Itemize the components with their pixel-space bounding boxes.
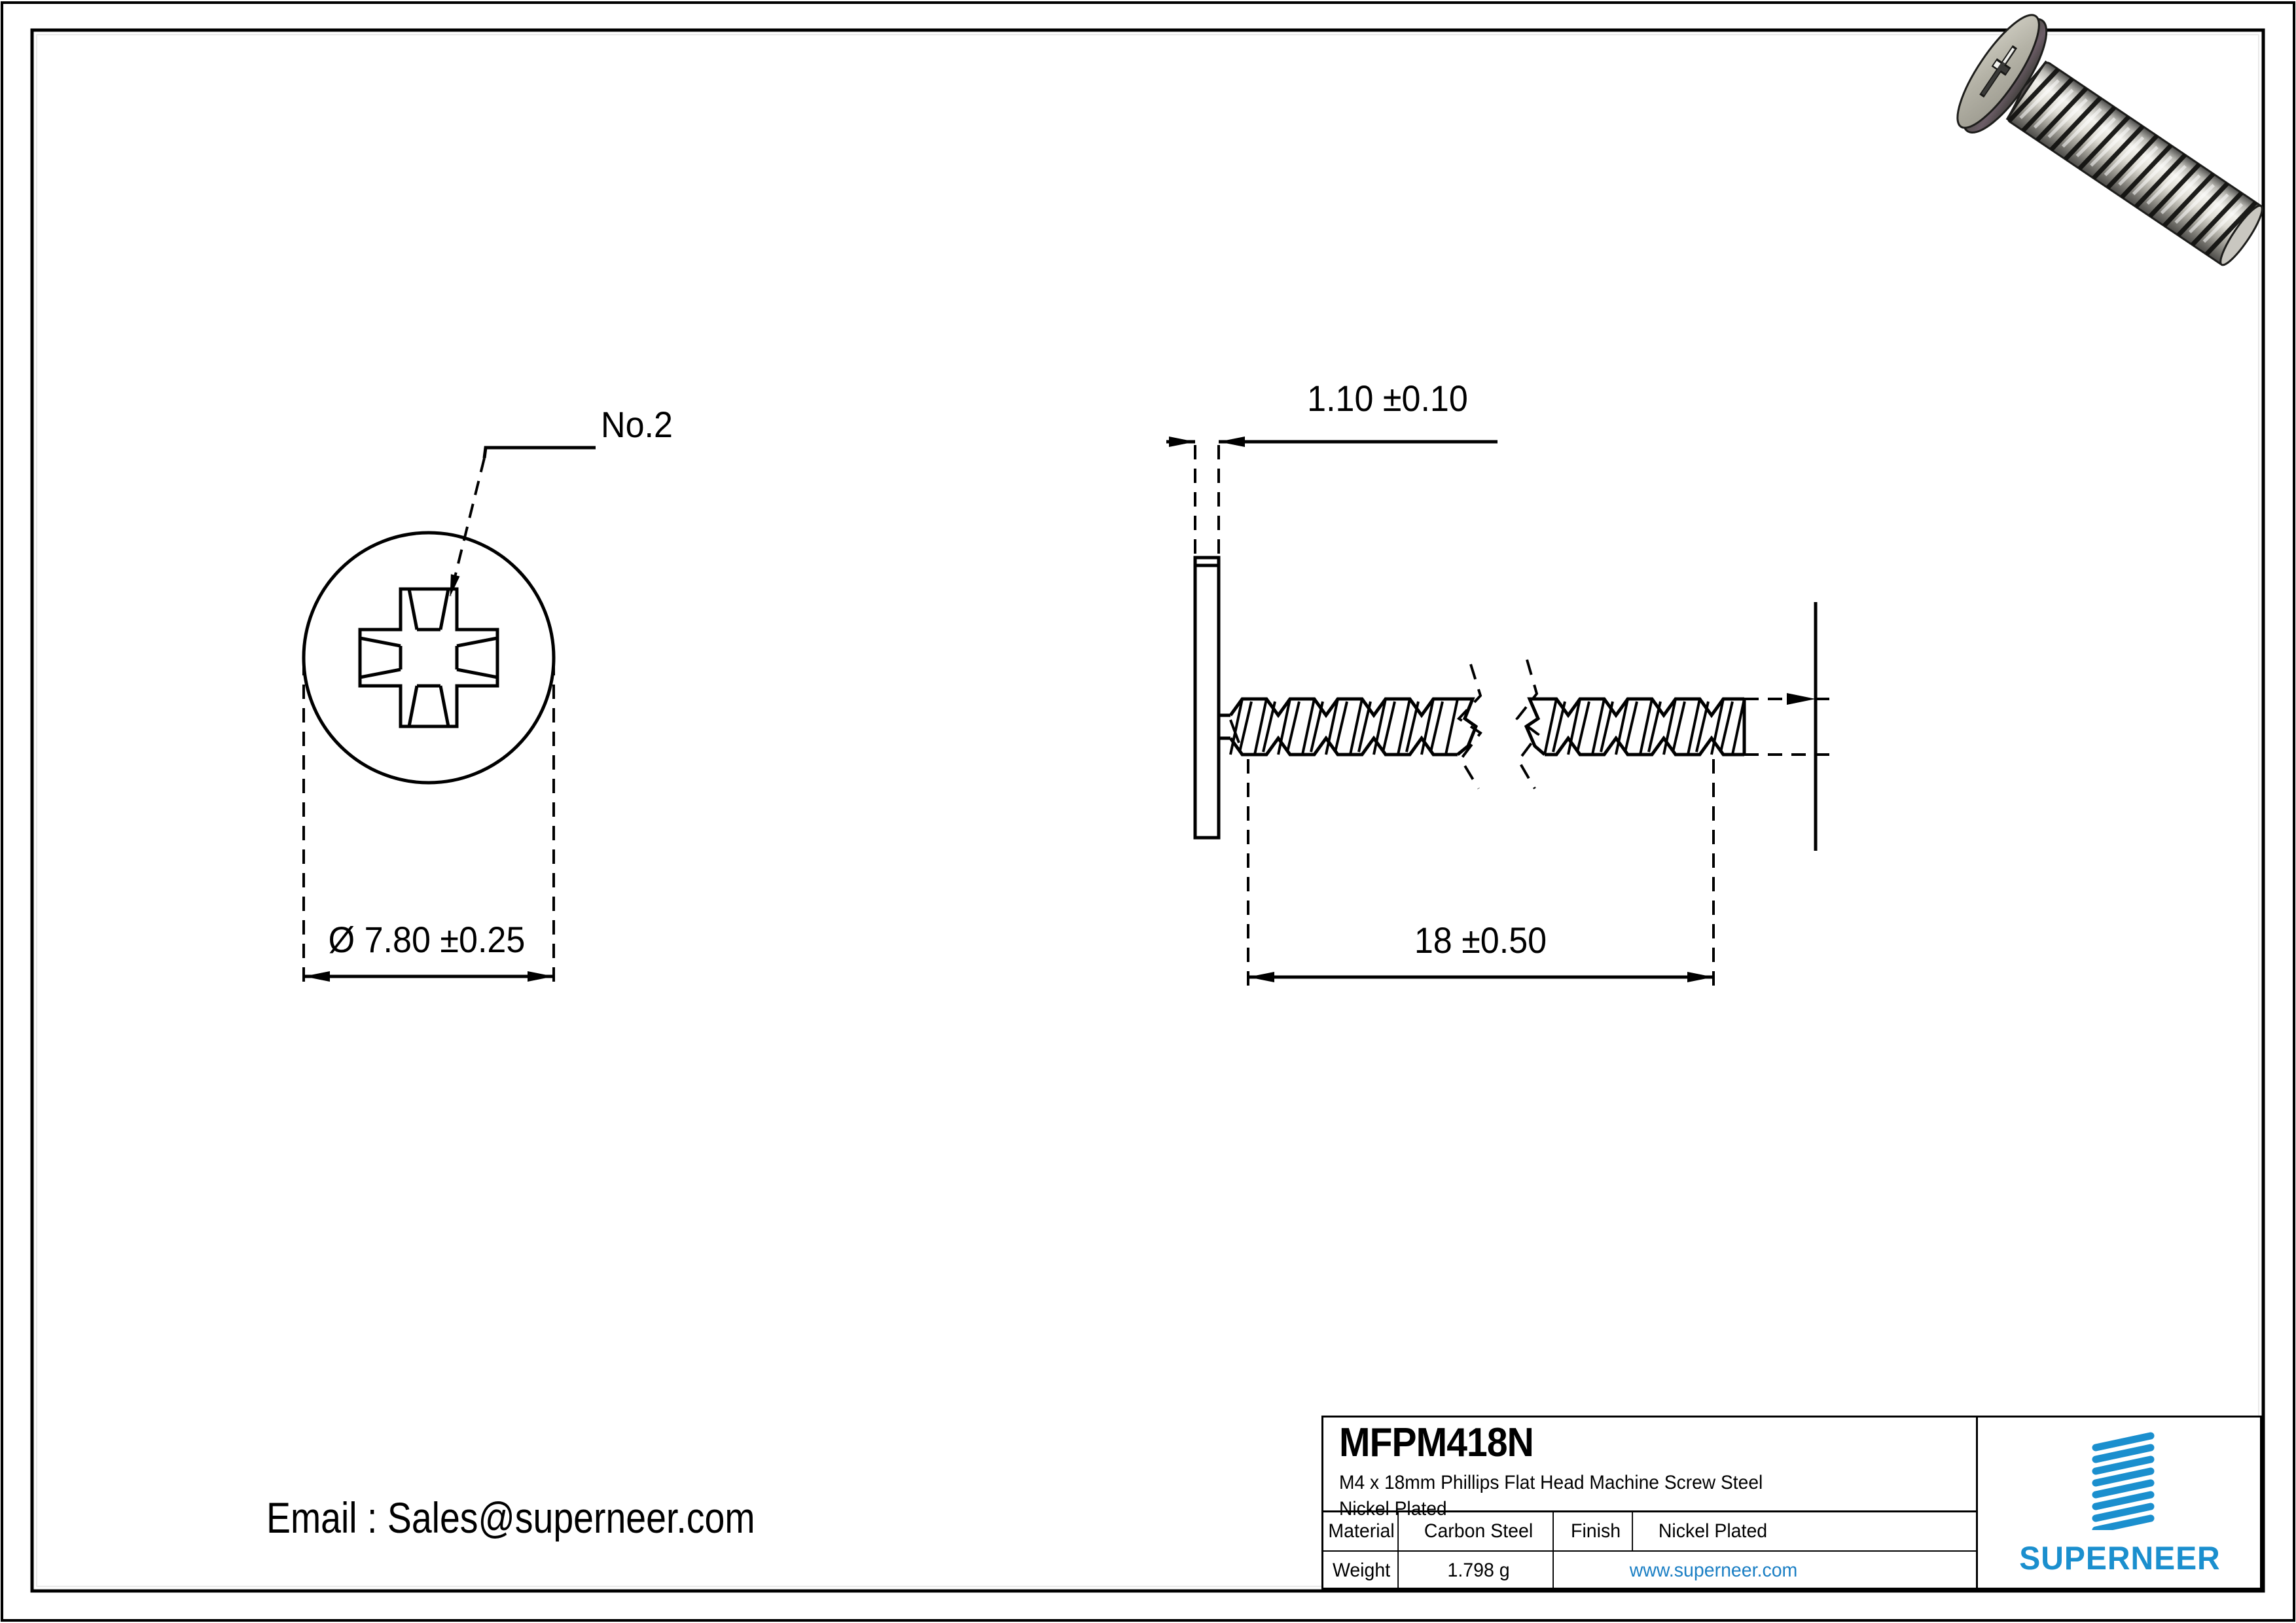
finish-label: Finish xyxy=(1560,1512,1634,1550)
email-text: Email : Sales@superneer.com xyxy=(266,1493,755,1542)
head-diameter-dimension xyxy=(302,661,555,990)
drive-size-label: No.2 xyxy=(601,404,673,445)
title-block-logo-area: SUPERNEER xyxy=(1978,1418,2262,1588)
title-block-row-material: Material Carbon Steel Finish Nickel Plat… xyxy=(1323,1512,1976,1552)
head-height-dimension xyxy=(1166,437,1498,560)
finish-value: Nickel Plated xyxy=(1658,1520,1768,1542)
head-height-label: 1.10 ±0.10 xyxy=(1307,378,1468,419)
title-block-left: MFPM418N M4 x 18mm Phillips Flat Head Ma… xyxy=(1323,1418,1978,1590)
weight-label: Weight xyxy=(1325,1552,1399,1590)
website-link[interactable]: www.superneer.com xyxy=(1629,1560,1798,1581)
iso-head xyxy=(1956,14,2048,134)
screw-length-dimension xyxy=(1247,759,1715,995)
drive-size-leader xyxy=(449,446,596,597)
part-description-line2: Nickel Plated xyxy=(1339,1497,1447,1520)
side-view-geometry xyxy=(1193,556,1746,840)
material-label: Material xyxy=(1325,1512,1399,1550)
isometric-screw-render xyxy=(1956,14,2263,266)
phillips-cross-recess xyxy=(358,587,499,728)
thread-segment-left xyxy=(1217,697,1458,757)
thread-diameter-dimension xyxy=(1744,602,1833,851)
thread-flanks-right xyxy=(1543,698,1746,755)
title-block-description-area: MFPM418N M4 x 18mm Phillips Flat Head Ma… xyxy=(1323,1418,1976,1520)
material-value: Carbon Steel xyxy=(1405,1512,1554,1550)
iso-shank xyxy=(2007,62,2263,266)
title-block: MFPM418N M4 x 18mm Phillips Flat Head Ma… xyxy=(1321,1416,2262,1590)
head-end-view-geometry xyxy=(302,446,596,990)
title-block-row-weight: Weight 1.798 g www.superneer.com xyxy=(1323,1552,1976,1590)
part-description: M4 x 18mm Phillips Flat Head Machine Scr… xyxy=(1339,1470,1938,1522)
thread-flanks-left xyxy=(1229,698,1459,755)
screw-length-label: 18 ±0.50 xyxy=(1414,920,1547,961)
weight-value: 1.798 g xyxy=(1405,1552,1554,1590)
superneer-logo-icon xyxy=(2092,1432,2155,1530)
brand-name: SUPERNEER xyxy=(2019,1540,2221,1577)
break-line-left xyxy=(1456,664,1482,790)
head-diameter-label: Ø 7.80 ±0.25 xyxy=(329,919,526,960)
part-number: MFPM418N xyxy=(1339,1420,1534,1465)
part-description-line1: M4 x 18mm Phillips Flat Head Machine Scr… xyxy=(1339,1472,1763,1493)
